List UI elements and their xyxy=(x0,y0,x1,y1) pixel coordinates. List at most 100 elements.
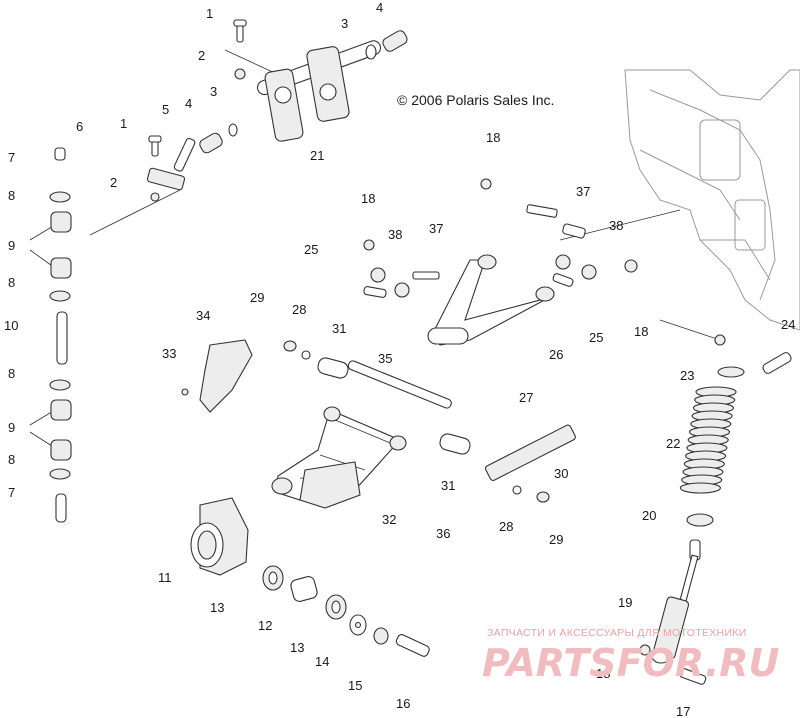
shaft-35 xyxy=(347,360,452,409)
callout-8-b: 8 xyxy=(8,275,15,290)
bearing-13-right xyxy=(325,594,347,620)
bushings-38-left xyxy=(370,267,410,298)
callout-3-mid: 3 xyxy=(210,84,217,99)
watermark: ЗАПЧАСТИ И АКСЕССУАРЫ ДЛЯ МОТОТЕХНИКИ PA… xyxy=(482,627,780,685)
callout-34: 34 xyxy=(196,308,210,323)
callout-25-right: 25 xyxy=(589,330,603,345)
nut-18-b xyxy=(363,239,375,251)
washer-3-mid xyxy=(228,123,238,137)
nut-18-a xyxy=(480,178,492,190)
callout-12: 12 xyxy=(258,618,272,633)
callout-31-left: 31 xyxy=(332,321,346,336)
callout-10: 10 xyxy=(4,318,18,333)
pin-25-right xyxy=(552,273,574,287)
cover-34 xyxy=(199,339,253,413)
callout-31-right: 31 xyxy=(441,478,455,493)
nut-2-top xyxy=(234,68,246,80)
callout-33: 33 xyxy=(162,346,176,361)
bolt-37-right xyxy=(526,204,586,239)
nut-2-mid xyxy=(150,192,160,202)
callout-5: 5 xyxy=(162,102,169,117)
washer-28-left xyxy=(301,350,311,360)
callout-2-top: 2 xyxy=(198,48,205,63)
callout-28-left: 28 xyxy=(292,302,306,317)
callout-30: 30 xyxy=(554,466,568,481)
callout-18-c: 18 xyxy=(634,324,648,339)
callout-13-right: 13 xyxy=(290,640,304,655)
callout-23: 23 xyxy=(680,368,694,383)
bushing-4-mid xyxy=(199,132,223,154)
nut-18-c xyxy=(624,259,638,273)
callout-24: 24 xyxy=(781,317,795,332)
callout-8-a: 8 xyxy=(8,188,15,203)
callout-36: 36 xyxy=(436,526,450,541)
callout-28-right: 28 xyxy=(499,519,513,534)
watermark-tagline: ЗАПЧАСТИ И АКСЕССУАРЫ ДЛЯ МОТОТЕХНИКИ xyxy=(487,627,747,639)
spring-coil xyxy=(679,482,721,494)
link-27 xyxy=(484,424,576,481)
callout-38-right: 38 xyxy=(609,218,623,233)
leader-lines xyxy=(29,49,721,449)
callout-2-mid: 2 xyxy=(110,175,117,190)
callout-14: 14 xyxy=(315,654,329,669)
callout-17: 17 xyxy=(676,704,690,718)
callout-13-left: 13 xyxy=(210,600,224,615)
bushing-4-top xyxy=(382,30,408,52)
callout-3-top: 3 xyxy=(341,16,348,31)
callout-35: 35 xyxy=(378,351,392,366)
copyright-notice: © 2006 Polaris Sales Inc. xyxy=(397,92,554,108)
callout-1-mid: 1 xyxy=(120,116,127,131)
callout-38-left: 38 xyxy=(388,227,402,242)
callout-labels: 1 1 2 2 3 3 4 4 5 6 7 7 8 8 8 8 9 9 10 1… xyxy=(4,0,795,718)
callout-4-mid: 4 xyxy=(185,96,192,111)
callout-21: 21 xyxy=(310,148,324,163)
callout-7-bottom: 7 xyxy=(8,485,15,500)
callout-25-left: 25 xyxy=(304,242,318,257)
shock-19 xyxy=(651,539,701,664)
bolt-16 xyxy=(395,634,430,657)
bolt-1-top xyxy=(233,19,247,43)
callout-26: 26 xyxy=(549,347,563,362)
bolt-1-mid xyxy=(148,135,162,157)
callout-19: 19 xyxy=(618,595,632,610)
washer-28-right xyxy=(512,485,522,495)
washer-15 xyxy=(373,627,389,645)
callout-11: 11 xyxy=(158,570,172,585)
hub-11 xyxy=(190,497,249,576)
spacer-12 xyxy=(290,576,318,602)
upper-a-arm-26 xyxy=(427,254,555,346)
callout-15: 15 xyxy=(348,678,362,693)
pin-5 xyxy=(173,137,196,172)
bolt-24 xyxy=(762,352,792,374)
callout-29-right: 29 xyxy=(549,532,563,547)
left-stack xyxy=(49,147,72,523)
bearing-13-left xyxy=(262,565,284,591)
callout-6: 6 xyxy=(76,119,83,134)
sleeve-31-left xyxy=(317,357,349,379)
nut-18-e xyxy=(639,644,651,656)
spring-22 xyxy=(679,386,737,494)
washer-14 xyxy=(349,614,367,636)
bushing-29-left xyxy=(283,340,297,352)
washer-3-top xyxy=(365,44,377,60)
callout-16: 16 xyxy=(396,696,410,711)
bushings-38-right xyxy=(555,254,597,280)
callout-9-top: 9 xyxy=(8,238,15,253)
callout-29-left: 29 xyxy=(250,290,264,305)
callout-18-e: 18 xyxy=(596,666,610,681)
callout-32: 32 xyxy=(382,512,396,527)
callout-20: 20 xyxy=(642,508,656,523)
callout-8-d: 8 xyxy=(8,452,15,467)
screw-33 xyxy=(181,388,189,396)
bushing-29-right xyxy=(536,491,550,503)
bolt-17 xyxy=(679,668,707,685)
callout-37-right: 37 xyxy=(576,184,590,199)
pivot-bracket-assembly xyxy=(256,40,382,142)
frame-section xyxy=(624,69,800,331)
callout-18-a: 18 xyxy=(486,130,500,145)
sleeve-31-right xyxy=(439,433,471,455)
callout-7-top: 7 xyxy=(8,150,15,165)
callout-37-left: 37 xyxy=(429,221,443,236)
